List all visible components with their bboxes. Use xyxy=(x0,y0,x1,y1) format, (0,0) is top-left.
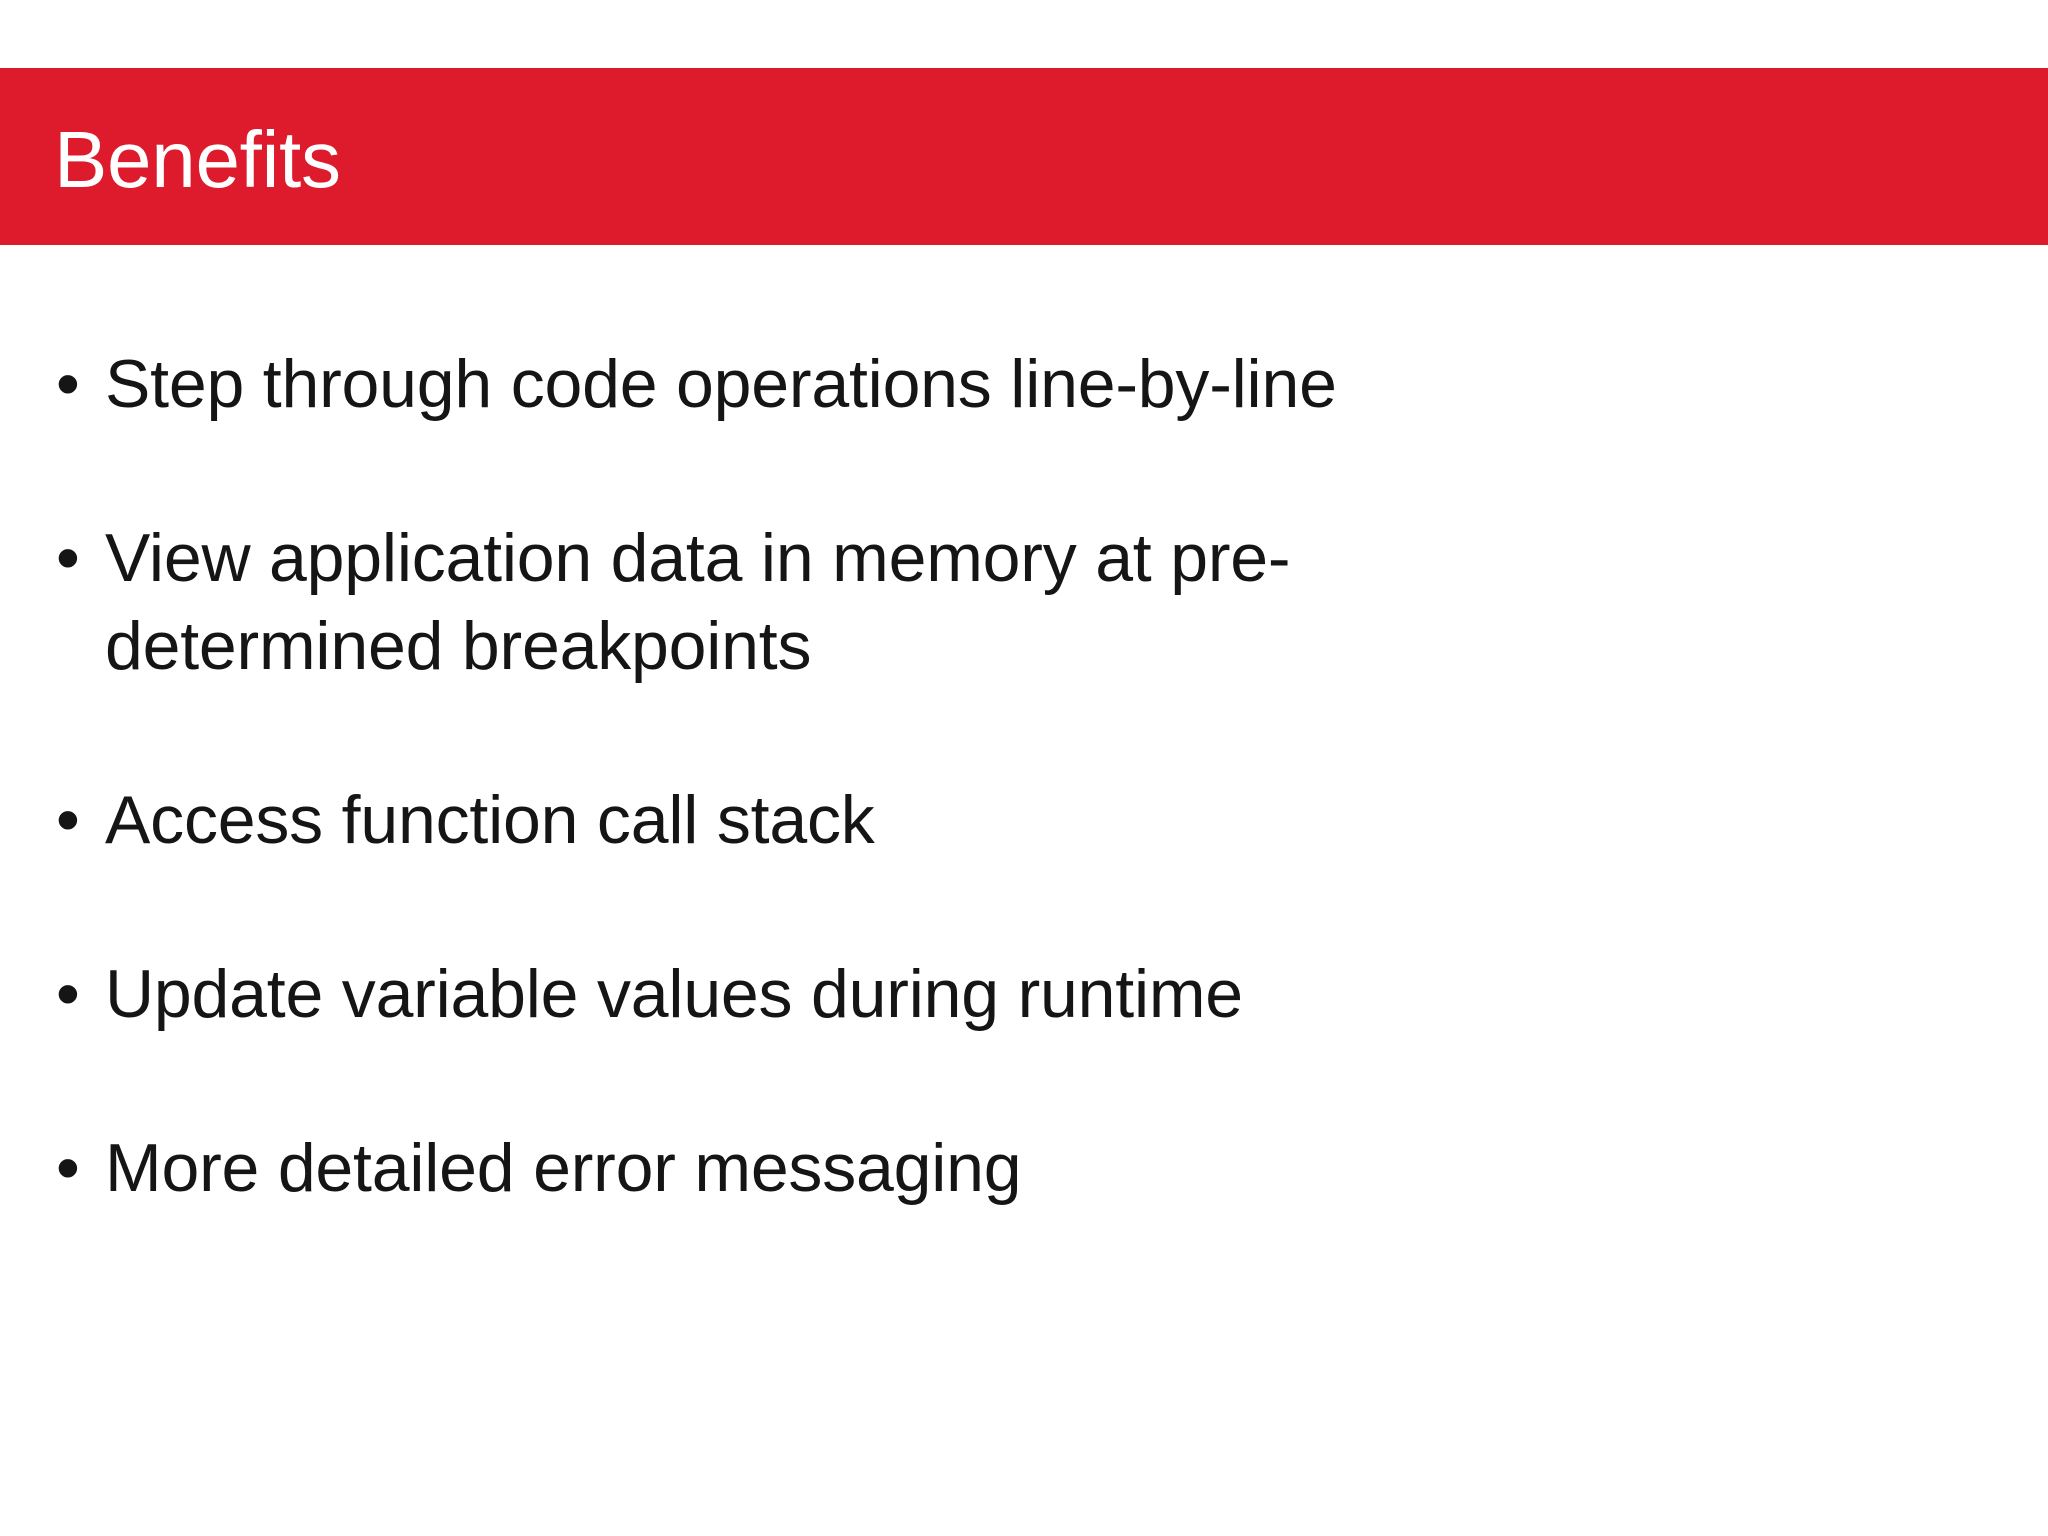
bullet-dot-icon: • xyxy=(56,520,80,596)
bullet-dot-icon: • xyxy=(56,782,80,858)
bullet-text: View application data in memory at pre-d… xyxy=(105,520,1291,684)
bullet-item: • Step through code operations line-by-l… xyxy=(42,340,1802,428)
bullet-item: • More detailed error messaging xyxy=(42,1124,1802,1212)
bullet-dot-icon: • xyxy=(56,346,80,422)
bullet-item: • Update variable values during runtime xyxy=(42,950,1802,1038)
bullet-text: More detailed error messaging xyxy=(105,1130,1022,1206)
slide-title: Benefits xyxy=(54,114,341,204)
bullet-item: • View application data in memory at pre… xyxy=(42,514,1375,690)
bullet-list: • Step through code operations line-by-l… xyxy=(42,340,1802,1212)
bullet-text: Access function call stack xyxy=(105,782,875,858)
slide-body: • Step through code operations line-by-l… xyxy=(0,245,2048,1536)
bullet-text: Update variable values during runtime xyxy=(105,956,1243,1032)
bullet-item: • Access function call stack xyxy=(42,776,1802,864)
bullet-dot-icon: • xyxy=(56,1130,80,1206)
bullet-dot-icon: • xyxy=(56,956,80,1032)
title-banner: Benefits xyxy=(0,68,2048,245)
bullet-text: Step through code operations line-by-lin… xyxy=(105,346,1337,422)
